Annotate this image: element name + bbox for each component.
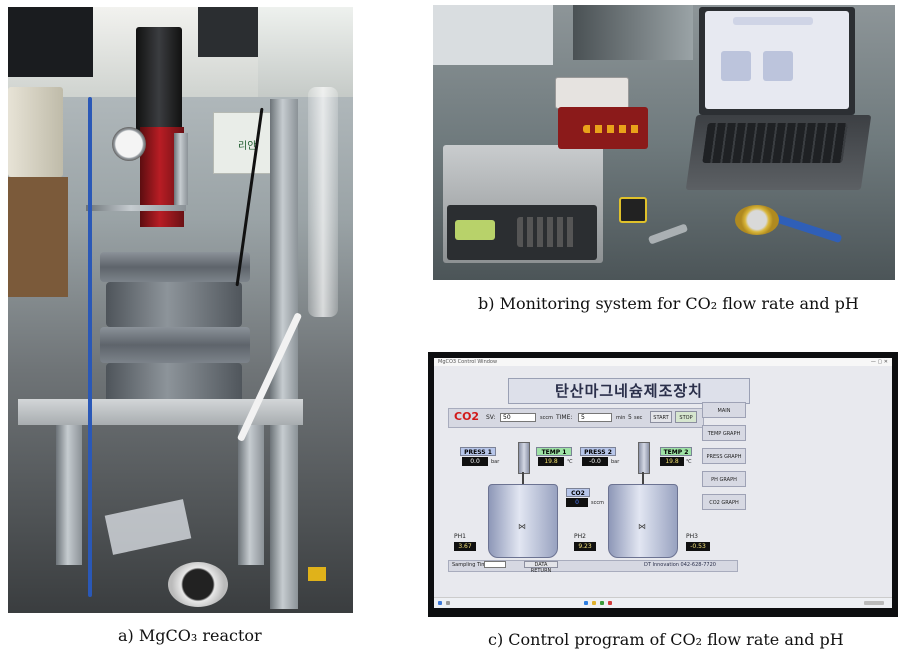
main-button[interactable]: MAIN [702,402,746,418]
windows-taskbar [434,597,892,608]
control-program-window: MgCO3 Control Window — ▢ ✕ 탄산마그네슘제조장치 CO… [434,358,892,608]
caption-c: c) Control program of CO₂ flow rate and … [488,630,844,649]
window-controls-icon[interactable]: — ▢ ✕ [870,359,888,365]
ph3-label: PH3 [686,533,698,540]
temp2-label: TEMP 2 [660,447,692,456]
app-icon[interactable] [608,601,612,605]
temp1-label: TEMP 1 [536,447,572,456]
edge-icon[interactable] [584,601,588,605]
reactor-vessel-1-icon [488,484,558,558]
caption-b: b) Monitoring system for CO₂ flow rate a… [478,294,859,313]
press1-label: PRESS 1 [460,447,496,456]
sign-text: 리안 [238,141,257,152]
data-return-button[interactable]: DATA RETURN [524,561,558,574]
ph2-label: PH2 [574,533,586,540]
stirrer-motor-1-icon [518,442,530,474]
ph1-value: 3.67 [454,542,476,551]
co2-box-value: 0 [566,498,588,507]
press2-unit: bar [611,459,620,465]
start-menu-icon[interactable] [438,601,442,605]
co2-box-label: CO2 [566,488,590,497]
sampling-time-input[interactable] [484,561,506,568]
start-button[interactable]: START [650,411,672,423]
temp1-value: 19.8 [538,457,564,466]
pressure-gauge [112,127,146,161]
time-label: TIME: [556,414,573,421]
temp2-value: 19.8 [660,457,684,466]
footer-bar [448,560,738,572]
footer-company: DT Innovation 042-628-7720 [644,562,716,568]
min-label: min [616,415,626,421]
stirrer-motor-2-icon [638,442,650,474]
app-title: 탄산마그네슘제조장치 [508,378,750,404]
co2-box-unit: sccm [591,500,604,506]
ph2-value: 9.23 [574,542,596,551]
temp1-unit: ℃ [567,459,573,465]
photo-control-program-monitor: MgCO3 Control Window — ▢ ✕ 탄산마그네슘제조장치 CO… [428,352,898,617]
time-sec-value: 5 [628,414,632,421]
reactor-vessel-2-icon [608,484,678,558]
folder-icon[interactable] [592,601,596,605]
sccm-label: sccm [540,415,553,421]
clock-tray [864,601,884,605]
temp2-unit: ℃ [686,459,692,465]
co2-label: CO2 [454,410,480,423]
impeller-1-icon: ⋈ [518,522,526,531]
ph1-label: PH1 [454,533,466,540]
press1-unit: bar [491,459,500,465]
photo-monitoring-system [433,5,895,280]
press2-value: -0.0 [582,457,608,466]
window-title: MgCO3 Control Window [434,358,892,366]
press1-value: 0.0 [462,457,488,466]
caption-a: a) MgCO₃ reactor [118,626,262,645]
time-min-input[interactable]: 5 [578,413,612,422]
impeller-2-icon: ⋈ [638,522,646,531]
stop-button[interactable]: STOP [675,411,697,423]
sampling-time-label: Sampling Time [452,562,490,568]
press-graph-button[interactable]: PRESS GRAPH [702,448,746,464]
co2-graph-button[interactable]: CO2 GRAPH [702,494,746,510]
search-icon[interactable] [446,601,450,605]
sv-input[interactable]: 50 [500,413,536,422]
ph3-value: -0.53 [686,542,710,551]
temp-graph-button[interactable]: TEMP GRAPH [702,425,746,441]
store-icon[interactable] [600,601,604,605]
press2-label: PRESS 2 [580,447,616,456]
photo-mgco3-reactor: 리안 [8,7,353,613]
ph-graph-button[interactable]: PH GRAPH [702,471,746,487]
sec-label: sec [634,415,643,421]
sv-label: SV: [486,414,496,421]
